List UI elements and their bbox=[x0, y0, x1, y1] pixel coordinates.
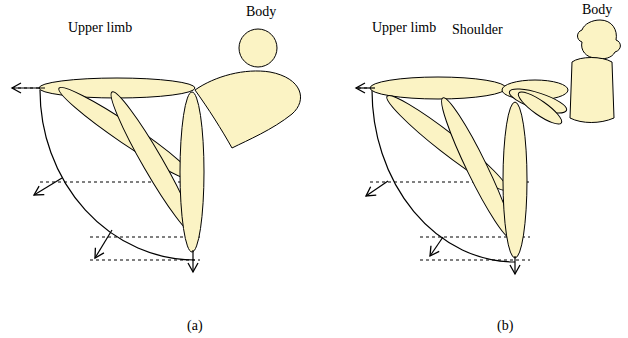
shoulder-label: Shoulder bbox=[452, 22, 503, 37]
panel-b-figure bbox=[356, 20, 620, 274]
panel-a-figure bbox=[12, 29, 301, 272]
panel-label: (a) bbox=[187, 318, 203, 333]
panel-label: (b) bbox=[497, 318, 513, 333]
body-label: Body bbox=[582, 2, 612, 17]
body-label: Body bbox=[246, 4, 276, 19]
limb-label: Upper limb bbox=[68, 20, 132, 35]
limb-label: Upper limb bbox=[372, 20, 436, 35]
